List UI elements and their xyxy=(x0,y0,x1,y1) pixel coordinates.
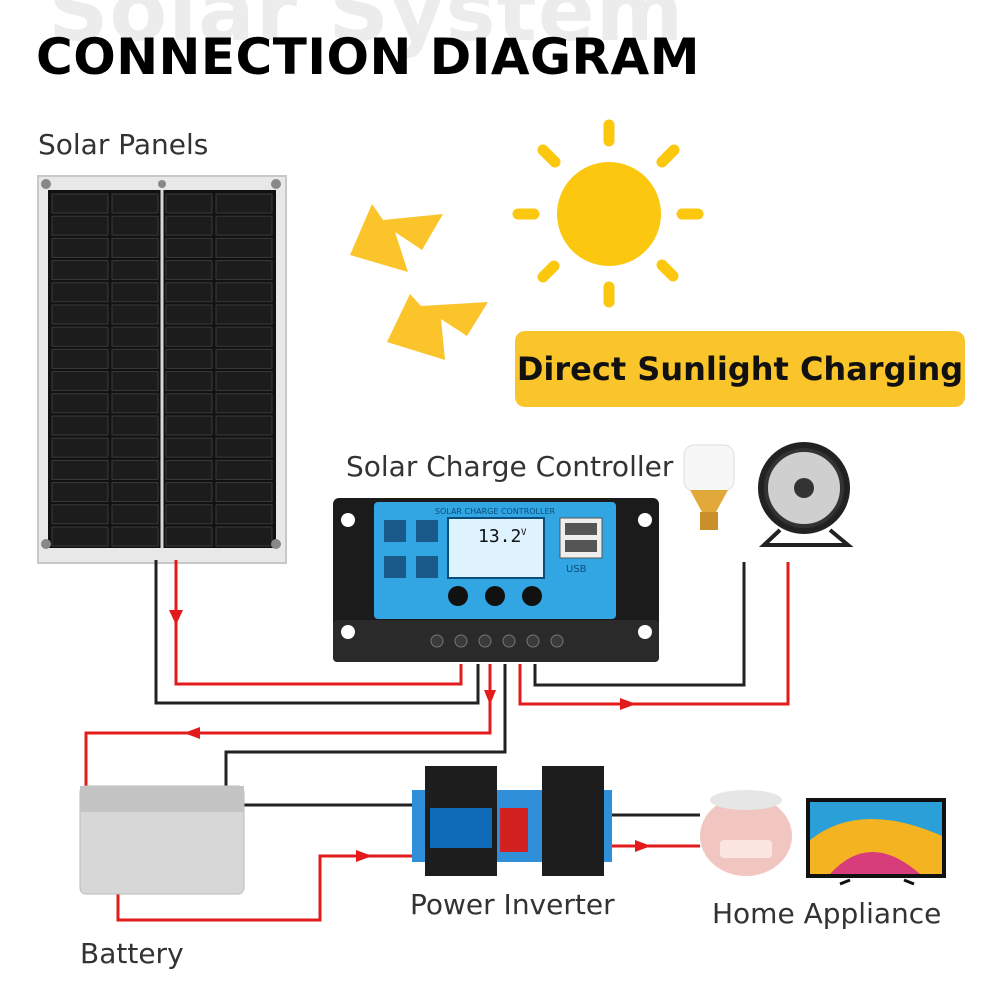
solar-cell xyxy=(165,215,213,236)
solar-panel xyxy=(37,175,287,564)
solar-cell xyxy=(215,415,273,436)
current-arrows xyxy=(169,610,651,862)
background-watermark-title: Solar System xyxy=(48,0,685,60)
solar-cell xyxy=(165,282,213,303)
solar-cell xyxy=(165,193,213,214)
solar-cell xyxy=(215,304,273,325)
solar-cell xyxy=(51,282,109,303)
sun-icon xyxy=(512,119,704,308)
page-title: CONNECTION DIAGRAM xyxy=(36,28,701,86)
solar-cell xyxy=(215,348,273,369)
solar-cell xyxy=(215,437,273,458)
sunlight-arrow-icon xyxy=(350,204,488,360)
controller-brand-strip: SOLAR CHARGE CONTROLLER xyxy=(435,507,556,516)
power-inverter-label: Power Inverter xyxy=(410,888,615,921)
solar-cell xyxy=(111,393,159,414)
solar-cell xyxy=(165,304,213,325)
solar-cell xyxy=(215,237,273,258)
solar-cell xyxy=(51,437,109,458)
light-bulb-icon xyxy=(683,444,735,530)
solar-cell xyxy=(215,482,273,503)
solar-cell xyxy=(111,459,159,480)
sunlight-charging-banner: Direct Sunlight Charging xyxy=(515,331,965,407)
solar-panels-label: Solar Panels xyxy=(38,128,209,161)
solar-cell xyxy=(165,504,213,525)
solar-cell xyxy=(111,282,159,303)
solar-cell xyxy=(51,415,109,436)
solar-cell xyxy=(215,371,273,392)
solar-cell xyxy=(111,304,159,325)
home-appliance-label: Home Appliance xyxy=(712,897,942,930)
solar-cell xyxy=(215,326,273,347)
solar-cell xyxy=(165,415,213,436)
solar-cell xyxy=(165,526,213,547)
solar-cell xyxy=(51,371,109,392)
solar-cell xyxy=(165,326,213,347)
battery xyxy=(79,785,245,895)
solar-cells xyxy=(51,193,273,547)
charge-controller-label: Solar Charge Controller xyxy=(346,450,674,483)
controller-display-value: 13.2 xyxy=(478,526,521,547)
solar-cell xyxy=(215,215,273,236)
solar-cell xyxy=(215,260,273,281)
solar-cell xyxy=(51,504,109,525)
solar-cell xyxy=(165,348,213,369)
solar-cell xyxy=(111,504,159,525)
solar-cell xyxy=(51,215,109,236)
usb-label: USB xyxy=(566,564,587,575)
television-icon xyxy=(806,798,946,886)
solar-cell xyxy=(111,348,159,369)
solar-cell xyxy=(51,260,109,281)
solar-cell xyxy=(165,260,213,281)
solar-cell xyxy=(215,282,273,303)
solar-cell xyxy=(215,193,273,214)
solar-cell xyxy=(111,193,159,214)
solar-cell xyxy=(165,393,213,414)
solar-cell xyxy=(215,504,273,525)
solar-cell xyxy=(111,371,159,392)
solar-cell xyxy=(215,393,273,414)
solar-cell xyxy=(165,482,213,503)
solar-cell xyxy=(111,526,159,547)
charge-controller: SOLAR CHARGE CONTROLLER 13.2 V USB xyxy=(333,498,659,662)
solar-cell xyxy=(165,371,213,392)
solar-cell xyxy=(51,526,109,547)
solar-cell xyxy=(51,304,109,325)
solar-cell xyxy=(51,459,109,480)
solar-cell xyxy=(51,393,109,414)
solar-cell xyxy=(51,348,109,369)
solar-cell xyxy=(165,237,213,258)
rice-cooker-icon xyxy=(700,790,792,876)
solar-cell xyxy=(111,482,159,503)
solar-cell xyxy=(215,526,273,547)
solar-cell xyxy=(111,215,159,236)
fan-icon xyxy=(758,442,854,547)
solar-cell xyxy=(51,193,109,214)
solar-cell xyxy=(111,237,159,258)
battery-label: Battery xyxy=(80,937,184,970)
solar-cell xyxy=(111,437,159,458)
solar-cell xyxy=(111,326,159,347)
solar-cell xyxy=(165,459,213,480)
solar-cell xyxy=(51,326,109,347)
controller-display-unit: V xyxy=(521,528,527,538)
solar-cell xyxy=(215,459,273,480)
power-inverter xyxy=(412,766,612,876)
solar-cell xyxy=(51,482,109,503)
solar-cell xyxy=(111,260,159,281)
solar-cell xyxy=(51,237,109,258)
solar-cell xyxy=(165,437,213,458)
solar-cell xyxy=(111,415,159,436)
